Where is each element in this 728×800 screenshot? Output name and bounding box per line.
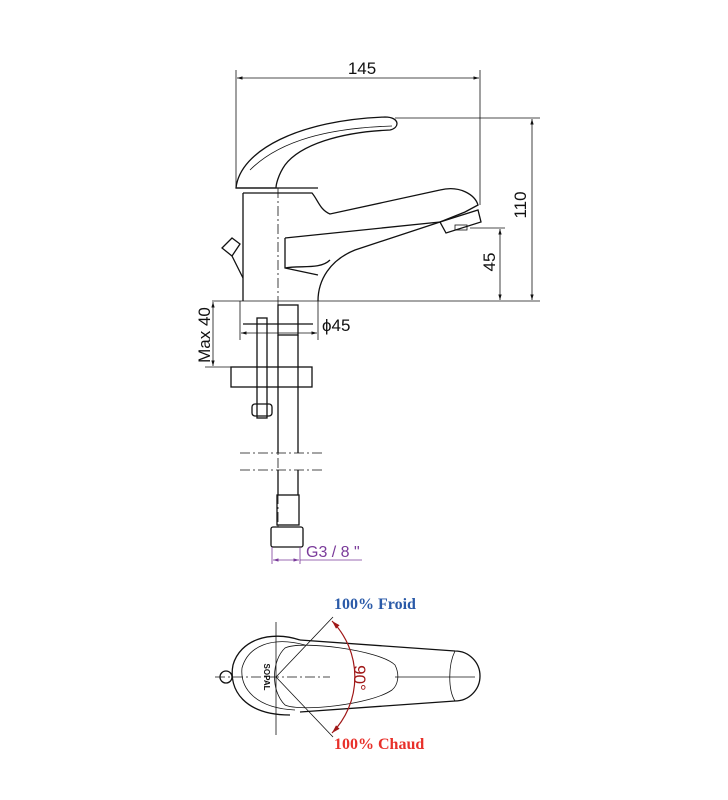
brand-logo: SOPAL	[262, 664, 271, 691]
hose-fitting	[277, 304, 299, 336]
spout-height-dim-label: 45	[480, 253, 499, 272]
max-thickness-dim-label: Max 40	[195, 307, 214, 363]
hose-ferrule	[276, 494, 300, 526]
cold-label: 100% Froid	[334, 596, 416, 613]
side-view: 145 110 45	[195, 59, 540, 564]
nut	[251, 403, 273, 417]
faucet-body	[242, 188, 479, 302]
spout-height-dimension: 45	[470, 227, 505, 300]
body-outline-top	[231, 635, 301, 716]
angle-label: 90°	[350, 665, 369, 691]
connection-dim-label: G3 / 8 "	[306, 544, 360, 561]
width-dimension: 145	[235, 59, 481, 205]
threaded-stud	[256, 317, 268, 419]
height-dimension: 110	[395, 117, 540, 300]
hot-label: 100% Chaud	[334, 736, 424, 753]
max-thickness-dimension: Max 40	[195, 302, 232, 368]
aerator	[439, 209, 482, 234]
lever-handle	[235, 116, 398, 189]
connection-dimension: G3 / 8 "	[271, 544, 362, 564]
mounting-plate	[230, 366, 313, 388]
height-dim-label: 110	[511, 191, 530, 218]
hose-nut	[270, 526, 304, 548]
base-diameter-dimension: ϕ45	[239, 301, 350, 340]
popup-knob	[221, 237, 244, 279]
lever-top	[299, 639, 481, 713]
top-view: 90° SOPAL 100% Froid 100% Chaud	[215, 596, 481, 753]
base-diameter-dim-label: ϕ45	[322, 316, 350, 335]
width-dim-label: 145	[348, 59, 376, 78]
